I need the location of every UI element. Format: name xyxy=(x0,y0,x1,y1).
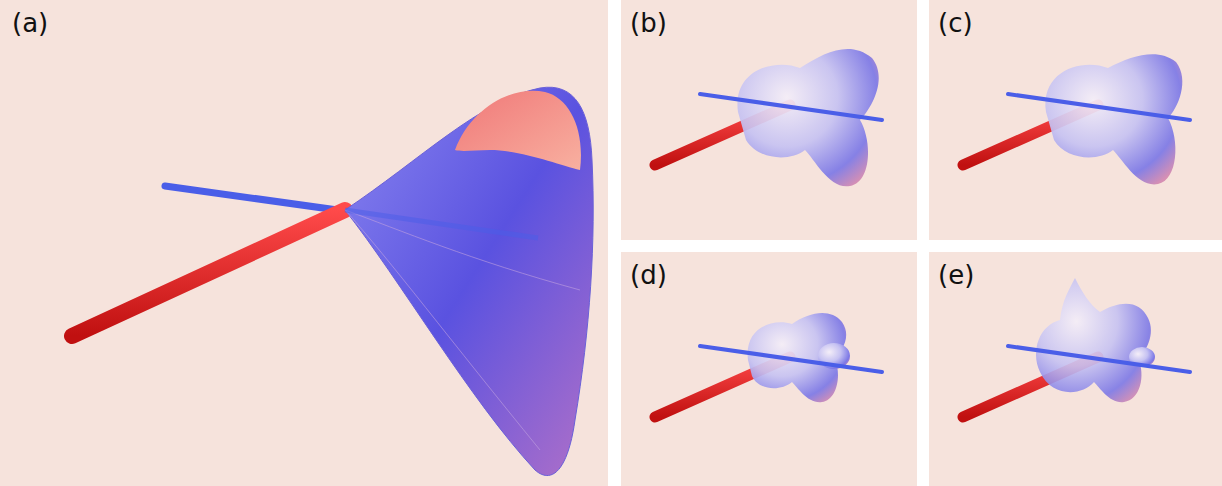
panel-label: (e) xyxy=(938,262,974,288)
panel-b-figure xyxy=(655,49,882,186)
panel-d-figure xyxy=(655,313,882,417)
panel xyxy=(621,252,917,486)
cone-opening xyxy=(455,91,581,170)
panel-label: (a) xyxy=(12,10,48,36)
panel xyxy=(929,0,1222,240)
panel xyxy=(929,252,1222,486)
panel-label: (b) xyxy=(630,10,667,36)
blue-axis-through xyxy=(345,210,538,238)
panel-label: (c) xyxy=(938,10,973,36)
surface-blob xyxy=(1045,54,1182,184)
blue-axis xyxy=(700,94,882,120)
panel-a-figure xyxy=(72,87,593,475)
mesh-line xyxy=(345,210,580,290)
red-axis xyxy=(72,210,345,336)
cone-surface xyxy=(345,87,593,475)
blue-axis xyxy=(700,346,882,372)
panel-e-figure xyxy=(963,278,1190,417)
blue-axis xyxy=(1008,346,1190,372)
panel-label: (d) xyxy=(630,262,667,288)
panel-c-figure xyxy=(963,54,1190,184)
panel xyxy=(621,0,917,240)
surface-blob xyxy=(1036,278,1151,402)
mesh-line xyxy=(345,210,540,450)
blue-axis xyxy=(1008,94,1190,120)
panel xyxy=(0,0,608,486)
